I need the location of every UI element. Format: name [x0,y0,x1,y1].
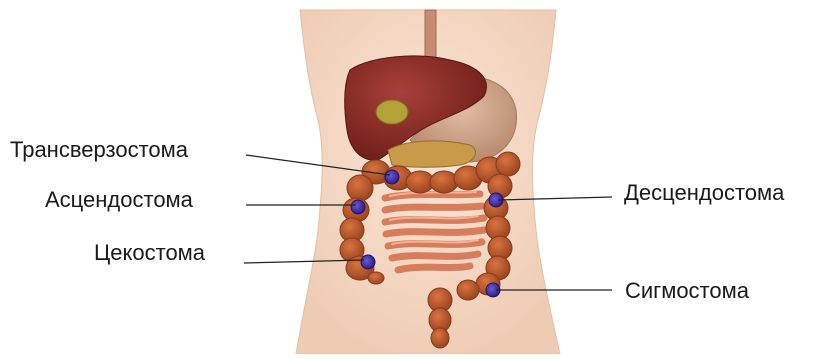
stoma-transverse [385,170,399,184]
label-sigmostoma: Сигмостома [625,280,749,302]
stoma-ascending [351,200,365,214]
label-transverzostoma: Трансверзостома [10,139,188,161]
label-ascendostoma: Асцендостома [45,189,193,211]
pancreas [388,141,475,167]
gallbladder [376,100,408,124]
small-intestine [385,194,484,270]
stoma-cecum [361,255,375,269]
label-descendostoma: Десцендостома [624,182,784,204]
label-cekostoma: Цекостома [94,242,205,264]
